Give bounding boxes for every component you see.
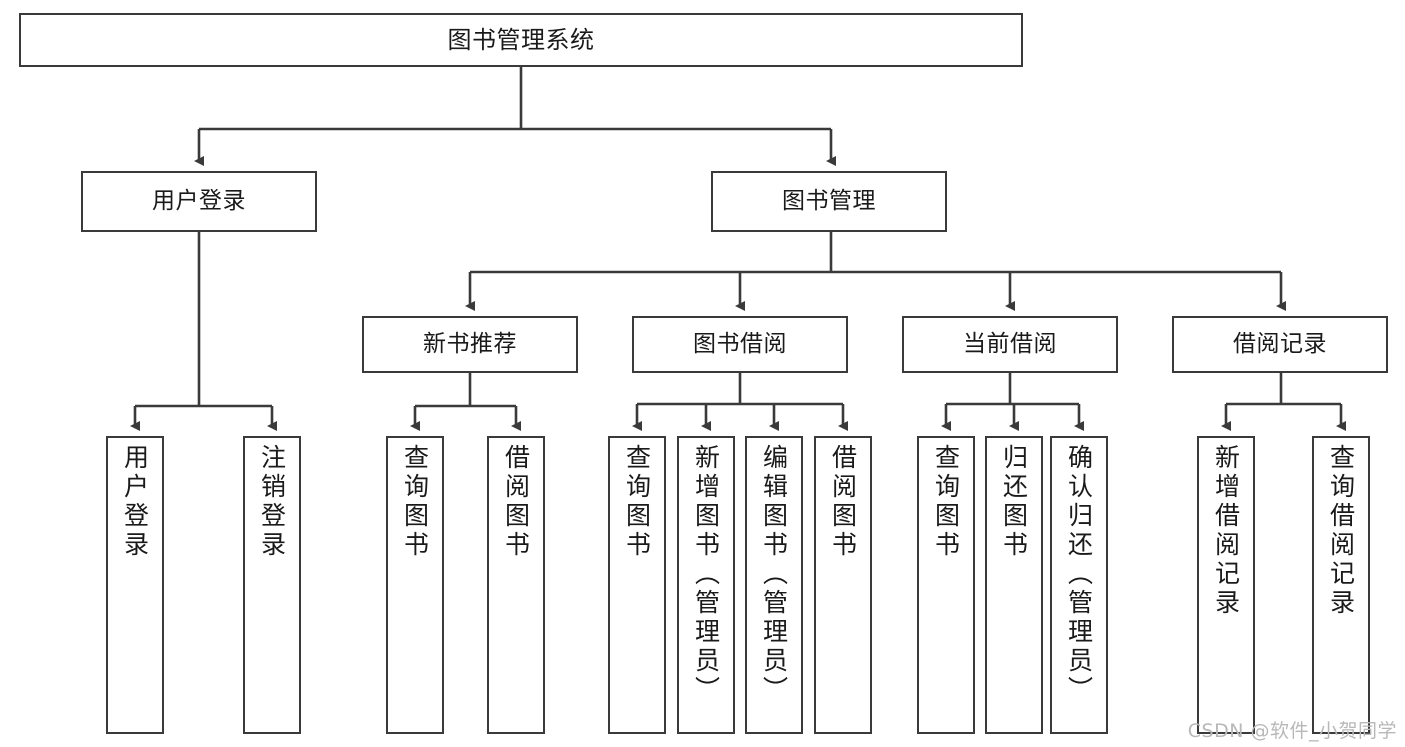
node-label: 归还图书 bbox=[999, 444, 1029, 560]
node-label: 查询图书 bbox=[931, 444, 961, 560]
node-user-login[interactable]: 用户登录 bbox=[81, 171, 317, 232]
node-new-book-recommend[interactable]: 新书推荐 bbox=[362, 316, 578, 373]
leaf-current-confirm-return-admin[interactable]: 确认归还（管理员） bbox=[1050, 436, 1108, 734]
node-label: 图书管理 bbox=[782, 187, 876, 214]
node-current-borrow[interactable]: 当前借阅 bbox=[902, 316, 1118, 373]
node-label: 用户登录 bbox=[120, 444, 150, 560]
leaf-borrow-edit-book-admin[interactable]: 编辑图书（管理员） bbox=[745, 436, 803, 734]
node-label: 新书推荐 bbox=[423, 330, 517, 357]
leaf-borrow-query-book[interactable]: 查询图书 bbox=[608, 436, 666, 734]
node-label: 借阅图书 bbox=[828, 444, 858, 560]
node-label: 注销登录 bbox=[257, 444, 287, 560]
node-book-borrow[interactable]: 图书借阅 bbox=[632, 316, 848, 373]
leaf-recommend-borrow-book[interactable]: 借阅图书 bbox=[487, 436, 545, 734]
node-root-book-management-system[interactable]: 图书管理系统 bbox=[19, 13, 1023, 67]
node-label: 图书借阅 bbox=[693, 330, 787, 357]
watermark: CSDN @软件_小贺同学 bbox=[1187, 720, 1397, 742]
node-book-management[interactable]: 图书管理 bbox=[711, 171, 947, 232]
node-label: 查询图书 bbox=[622, 444, 652, 560]
node-label: 确认归还（管理员） bbox=[1064, 444, 1094, 705]
node-label: 查询图书 bbox=[400, 444, 430, 560]
node-label: 新增借阅记录 bbox=[1211, 444, 1241, 618]
node-label: 用户登录 bbox=[152, 187, 246, 214]
node-label: 借阅图书 bbox=[501, 444, 531, 560]
node-label: 当前借阅 bbox=[963, 330, 1057, 357]
leaf-user-login[interactable]: 用户登录 bbox=[106, 436, 164, 734]
node-borrow-record[interactable]: 借阅记录 bbox=[1172, 316, 1388, 373]
leaf-record-add-borrow-record[interactable]: 新增借阅记录 bbox=[1197, 436, 1255, 734]
node-label: 图书管理系统 bbox=[447, 25, 595, 54]
leaf-user-logout[interactable]: 注销登录 bbox=[243, 436, 301, 734]
leaf-current-query-book[interactable]: 查询图书 bbox=[917, 436, 975, 734]
leaf-recommend-query-book[interactable]: 查询图书 bbox=[386, 436, 444, 734]
node-label: 查询借阅记录 bbox=[1326, 444, 1356, 618]
leaf-borrow-borrow-book[interactable]: 借阅图书 bbox=[814, 436, 872, 734]
node-label: 编辑图书（管理员） bbox=[759, 444, 789, 705]
leaf-borrow-add-book-admin[interactable]: 新增图书（管理员） bbox=[677, 436, 735, 734]
node-label: 新增图书（管理员） bbox=[691, 444, 721, 705]
leaf-current-return-book[interactable]: 归还图书 bbox=[985, 436, 1043, 734]
node-label: 借阅记录 bbox=[1233, 330, 1327, 357]
leaf-record-query-borrow-record[interactable]: 查询借阅记录 bbox=[1312, 436, 1370, 734]
